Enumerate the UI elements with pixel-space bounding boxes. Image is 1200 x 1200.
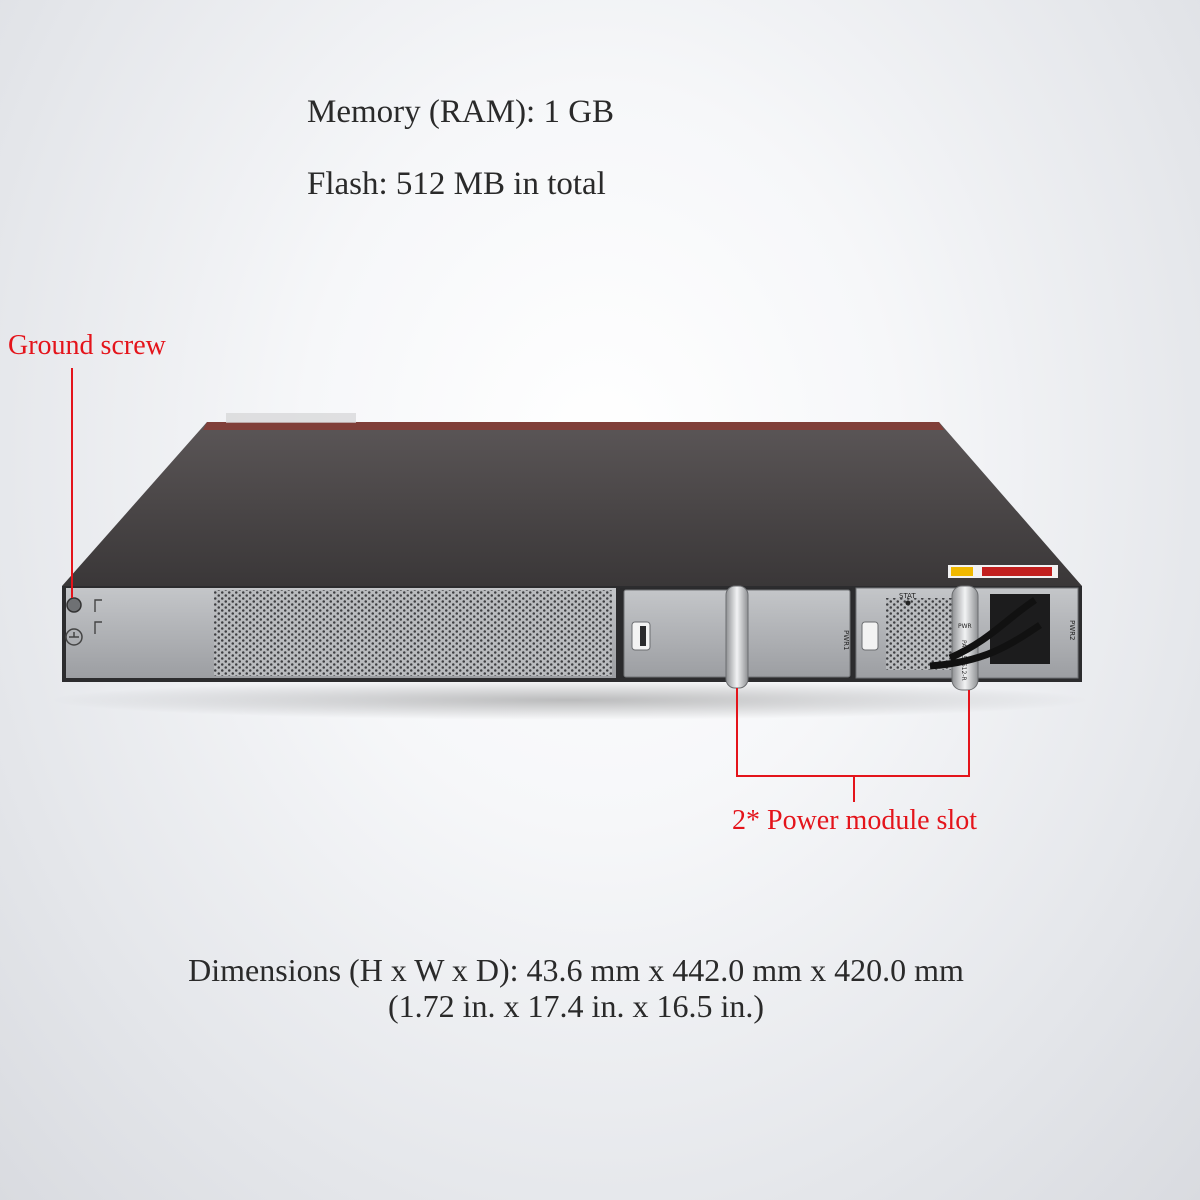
dimensions-imperial: (1.72 in. x 17.4 in. x 16.5 in.) bbox=[388, 988, 764, 1024]
ground-screw[interactable] bbox=[66, 597, 82, 613]
pwr2-label: PWR2 bbox=[1068, 620, 1076, 640]
ground-mark-lower bbox=[94, 621, 102, 634]
power-slot-2-latch[interactable] bbox=[861, 621, 879, 651]
red-accent-stripe bbox=[203, 422, 944, 430]
memory-spec-text: Memory (RAM): 1 GB bbox=[307, 94, 615, 130]
chassis-top bbox=[62, 422, 1082, 586]
stat-led bbox=[905, 600, 911, 606]
power-module-grille bbox=[886, 598, 958, 670]
ground-mark-upper bbox=[94, 599, 102, 612]
pwr-label: PWR bbox=[958, 623, 972, 630]
power-slot-1-handle[interactable] bbox=[725, 585, 749, 689]
chassis-shadow bbox=[50, 680, 1090, 720]
vent-grille[interactable] bbox=[214, 590, 612, 676]
power-cable bbox=[929, 597, 1042, 670]
power-module-slot-callout: 2* Power module slot bbox=[732, 805, 977, 836]
pwr1-label: PWR1 bbox=[842, 630, 850, 650]
ground-symbol-icon bbox=[65, 628, 83, 646]
flash-spec-text: Flash: 512 MB in total bbox=[307, 166, 606, 202]
stat-label: STAT bbox=[899, 592, 916, 600]
dimensions-metric: Dimensions (H x W x D): 43.6 mm x 442.0 … bbox=[188, 952, 964, 988]
ground-screw-callout: Ground screw bbox=[8, 330, 166, 361]
top-edge-highlight bbox=[226, 413, 356, 423]
